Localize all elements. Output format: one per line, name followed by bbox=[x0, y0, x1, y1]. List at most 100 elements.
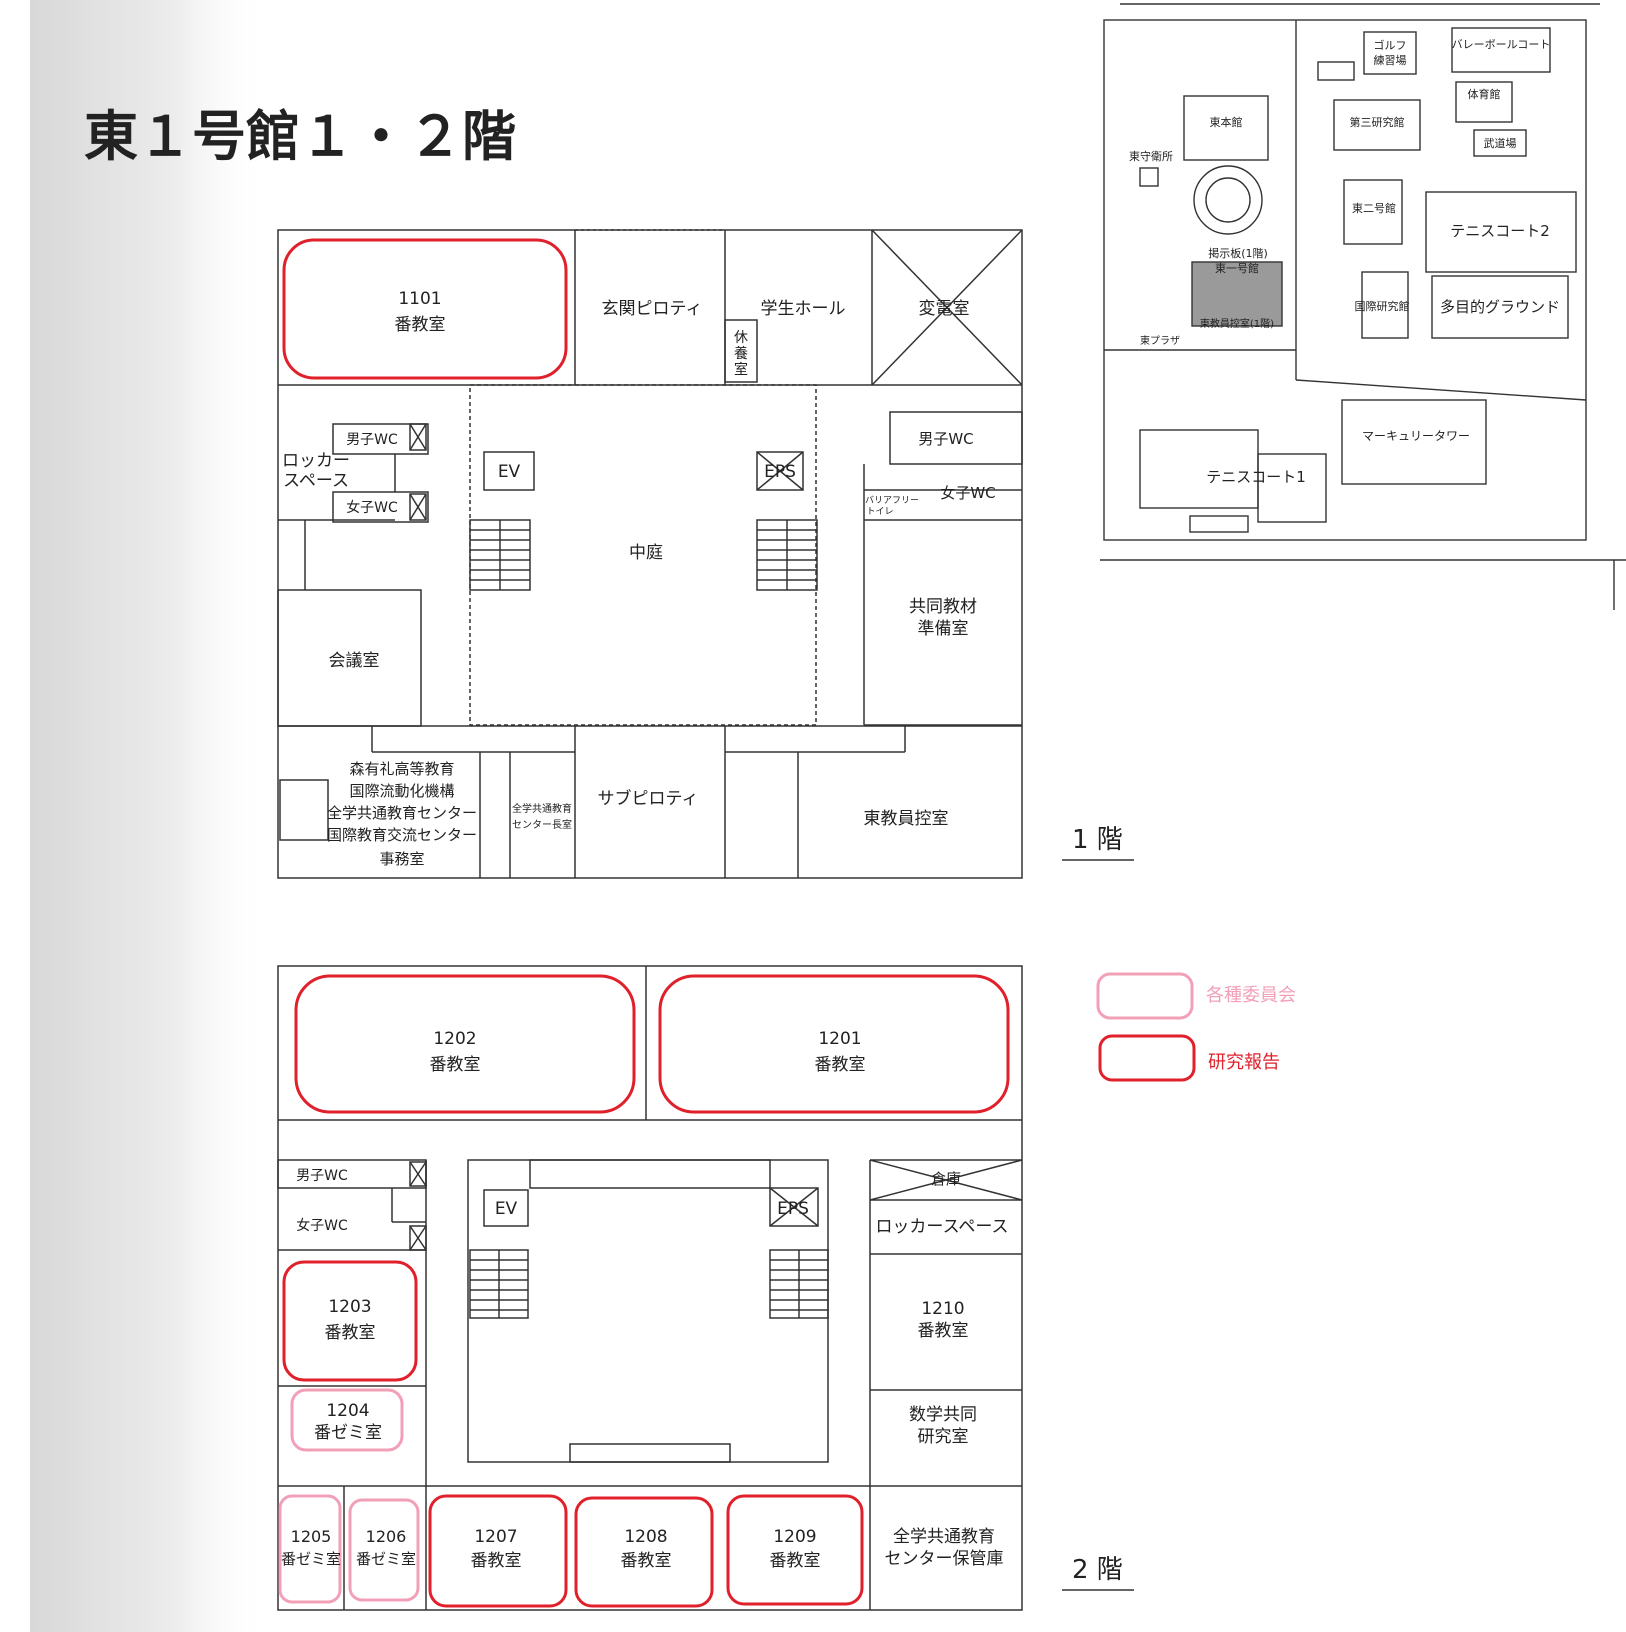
room-1207-name: 番教室 bbox=[471, 1551, 522, 1571]
barrierfree-label-2: トイレ bbox=[866, 507, 893, 517]
room-1209-number: 1209 bbox=[773, 1527, 816, 1547]
plaza-label: 東プラザ bbox=[1140, 334, 1180, 347]
soko-label: 倉庫 bbox=[931, 1170, 961, 1188]
mori-label-4: 国際教育交流センター bbox=[327, 826, 477, 844]
room-1201-number: 1201 bbox=[818, 1029, 861, 1049]
room-1205-number: 1205 bbox=[291, 1527, 332, 1546]
sub-piloti-label: サブピロティ bbox=[598, 788, 699, 809]
room-1202-name: 番教室 bbox=[430, 1055, 481, 1075]
ev-2-label: EV bbox=[495, 1199, 518, 1219]
floor-2-label: 2 階 bbox=[1072, 1555, 1123, 1585]
floor-1-labels: 1101 番教室 玄関ピロティ 学生ホール 休 養 室 変電室 男子WC 女子W… bbox=[282, 289, 996, 868]
kyuyo-label-2: 養 bbox=[734, 345, 748, 362]
hendensitsu-label: 変電室 bbox=[919, 299, 970, 319]
barrierfree-label-1: バリアフリー bbox=[865, 495, 919, 506]
gakusei-hall-label: 学生ホール bbox=[761, 299, 846, 319]
room-1204-number: 1204 bbox=[326, 1401, 369, 1421]
kyoinhikae-label: 東教員控室(1階) bbox=[1200, 317, 1274, 330]
sugaku-label-1: 数学共同 bbox=[909, 1405, 977, 1425]
room-1209-name: 番教室 bbox=[770, 1551, 821, 1571]
room-1204-name: 番ゼミ室 bbox=[314, 1423, 382, 1443]
room-1203-name: 番教室 bbox=[325, 1323, 376, 1343]
floor-2-labels: 1202 番教室 1201 番教室 男子WC 女子WC EV EPS 倉庫 ロッ… bbox=[281, 1029, 1009, 1571]
legend-research-label: 研究報告 bbox=[1208, 1052, 1280, 1073]
mori-label-5: 事務室 bbox=[379, 850, 424, 868]
wc-men-right-label: 男子WC bbox=[918, 430, 973, 448]
room-1208-number: 1208 bbox=[624, 1527, 667, 1547]
room-1206-number: 1206 bbox=[366, 1527, 407, 1546]
wc-women-right-label: 女子WC bbox=[940, 484, 995, 502]
genkan-label: 玄関ピロティ bbox=[602, 299, 703, 319]
room-1207-number: 1207 bbox=[474, 1527, 517, 1547]
kyodo-label-1: 共同教材 bbox=[909, 597, 977, 617]
mori-label-2: 国際流動化機構 bbox=[349, 782, 454, 800]
campus-map bbox=[1100, 3, 1626, 610]
kaigi-label: 会議室 bbox=[329, 651, 380, 671]
room-1202-highlight bbox=[294, 974, 636, 1114]
eps-label: EPS bbox=[764, 462, 796, 482]
room-1205-name: 番ゼミ室 bbox=[281, 1550, 341, 1568]
room-1210-number: 1210 bbox=[921, 1299, 964, 1319]
floor-1-plan bbox=[277, 229, 1023, 879]
higashi1-label: 東一号館 bbox=[1215, 261, 1259, 275]
golf-label-2: 練習場 bbox=[1374, 53, 1407, 67]
room-1208-highlight bbox=[574, 1496, 714, 1608]
shuei-label: 東守衛所 bbox=[1129, 149, 1173, 163]
room-1101-name: 番教室 bbox=[395, 315, 446, 335]
daisan-label: 第三研究館 bbox=[1350, 115, 1405, 129]
taiikukan-label: 体育館 bbox=[1468, 87, 1501, 101]
campus-map-labels: ゴルフ 練習場 バレーボールコート 東本館 第三研究館 体育館 武道場 東守衛所… bbox=[1129, 38, 1560, 486]
golf-label-1: ゴルフ bbox=[1374, 38, 1407, 52]
zengaku-label-1: 全学共通教育 bbox=[512, 802, 572, 815]
room-1206-name: 番ゼミ室 bbox=[356, 1550, 416, 1568]
hokan-label-1: 全学共通教育 bbox=[893, 1527, 995, 1547]
floor-2-plan bbox=[277, 965, 1023, 1611]
room-1203-number: 1203 bbox=[328, 1297, 371, 1317]
kyuyo-label-1: 休 bbox=[734, 330, 748, 346]
room-1209-highlight bbox=[726, 1494, 864, 1606]
tennis2-label: テニスコート2 bbox=[1450, 222, 1550, 240]
budojo-label: 武道場 bbox=[1484, 136, 1517, 150]
zengaku-label-2: センター長室 bbox=[512, 818, 572, 831]
room-1204-highlight bbox=[290, 1388, 404, 1452]
wc-women-2-label: 女子WC bbox=[296, 1217, 348, 1234]
room-1201-name: 番教室 bbox=[815, 1055, 866, 1075]
kokusai-label: 国際研究館 bbox=[1355, 299, 1410, 313]
wc-women-label: 女子WC bbox=[346, 499, 398, 516]
room-1101-number: 1101 bbox=[398, 289, 441, 309]
room-1203-highlight bbox=[282, 1260, 418, 1382]
floor-2-highlights bbox=[278, 974, 1010, 1608]
sugaku-label-2: 研究室 bbox=[918, 1427, 969, 1447]
wc-men-2-label: 男子WC bbox=[296, 1168, 348, 1184]
legend-research-swatch bbox=[1098, 1034, 1196, 1082]
room-1201-highlight bbox=[658, 974, 1010, 1114]
higashi-kyoin-label: 東教員控室 bbox=[864, 809, 949, 829]
room-1208-name: 番教室 bbox=[621, 1551, 672, 1571]
eps-2-label: EPS bbox=[777, 1199, 809, 1219]
locker-label-2: スペース bbox=[283, 471, 349, 491]
room-1205-highlight bbox=[278, 1494, 342, 1604]
locker-label-1: ロッカー bbox=[282, 451, 350, 471]
hokan-label-2: センター保管庫 bbox=[885, 1549, 1004, 1569]
room-1202-number: 1202 bbox=[433, 1029, 476, 1049]
volleyball-label: バレーボールコート bbox=[1452, 38, 1551, 51]
kyodo-label-2: 準備室 bbox=[918, 619, 969, 639]
mori-label-3: 全学共通教育センター bbox=[327, 804, 477, 822]
legend-committee-label: 各種委員会 bbox=[1206, 985, 1296, 1006]
room-1210-name: 番教室 bbox=[918, 1321, 969, 1341]
tennis1-label: テニスコート1 bbox=[1206, 468, 1306, 486]
mori-label-1: 森有礼高等教育 bbox=[349, 760, 454, 778]
tamokuteki-label: 多目的グラウンド bbox=[1440, 298, 1560, 316]
ev-label: EV bbox=[498, 462, 521, 482]
keijiban-label: 掲示板(1階) bbox=[1208, 246, 1268, 260]
page-title: 東１号館１・２階 bbox=[84, 105, 516, 168]
wc-men-label: 男子WC bbox=[346, 432, 398, 448]
floor-1-label: 1 階 bbox=[1072, 825, 1123, 855]
mercury-label: マーキュリータワー bbox=[1362, 429, 1470, 443]
kyuyo-label-3: 室 bbox=[734, 361, 748, 378]
locker-2-label: ロッカースペース bbox=[875, 1217, 1008, 1237]
room-1207-highlight bbox=[428, 1494, 568, 1608]
legend-committee-swatch bbox=[1096, 972, 1194, 1020]
scan-shading bbox=[30, 0, 270, 1632]
